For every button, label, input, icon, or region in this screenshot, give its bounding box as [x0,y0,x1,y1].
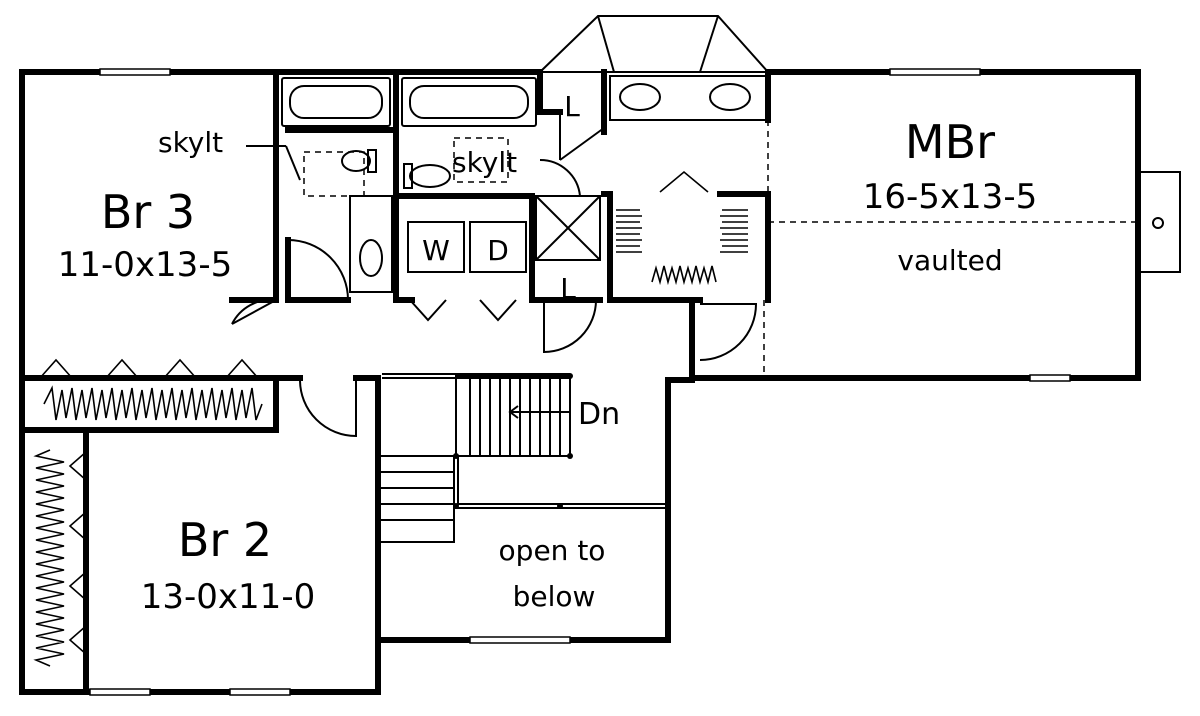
br3-name: Br 3 [101,185,195,239]
master-details [763,120,1138,378]
br2-name: Br 2 [178,513,272,567]
linen-top-label: L [564,90,580,123]
windows [89,68,1071,696]
skylight-center-label: skylt [452,146,517,179]
open-to-below-line2: below [513,580,596,613]
interior-walls [19,69,771,695]
stairs [377,373,668,543]
dryer-label: D [487,234,509,267]
br2-size: 13-0x11-0 [141,577,315,617]
linen-bottom-label: L [560,272,576,305]
mbr-size: 16-5x13-5 [863,177,1037,217]
open-to-below-line1: open to [499,534,606,567]
mbr-name: MBr [905,115,995,169]
skylight-left-label: skylt [158,126,223,159]
br3-size: 11-0x13-5 [58,245,232,285]
washer-label: W [422,234,450,267]
fixtures [246,75,767,322]
mbr-note: vaulted [897,244,1002,277]
closet-rods [33,170,748,667]
stairs-label: Dn [578,397,620,432]
